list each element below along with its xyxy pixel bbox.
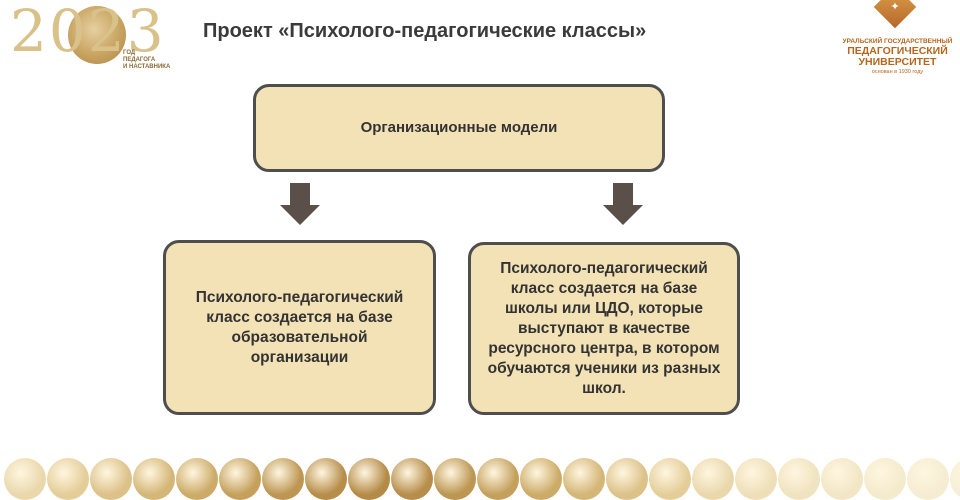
year-logo-emblem [68, 6, 126, 64]
decorative-dot [606, 458, 648, 500]
university-name-line3: УНИВЕРСИТЕТ [858, 56, 937, 68]
decorative-dot [47, 458, 89, 500]
decorative-dot [434, 458, 476, 500]
decorative-dot-strip [0, 458, 960, 500]
university-name-line2: ПЕДАГОГИЧЕСКИЙ [847, 45, 948, 57]
model-resource-center-box: Психолого-педагогический класс создается… [468, 242, 740, 415]
decorative-dot [907, 458, 949, 500]
decorative-dot [735, 458, 777, 500]
decorative-dot [348, 458, 390, 500]
university-founded: основан в 1930 году [871, 69, 924, 75]
year-logo-caption-line: ПЕДАГОГА [123, 57, 156, 63]
decorative-dot [219, 458, 261, 500]
slide-title: Проект «Психолого-педагогические классы» [203, 20, 647, 42]
decorative-dot [133, 458, 175, 500]
decorative-dot [563, 458, 605, 500]
decorative-dot [4, 458, 46, 500]
decorative-dot [176, 458, 218, 500]
year-logo-caption: ГОД ПЕДАГОГА И НАСТАВНИКА [123, 50, 170, 71]
down-arrow-left-icon [280, 183, 320, 227]
decorative-dot [864, 458, 906, 500]
model-school-text: Психолого-педагогический класс создается… [195, 288, 404, 366]
decorative-dot [649, 458, 691, 500]
decorative-dot [262, 458, 304, 500]
decorative-dot [90, 458, 132, 500]
decorative-dot [477, 458, 519, 500]
decorative-dot [821, 458, 863, 500]
university-logo: ✦ УРАЛЬСКИЙ ГОСУДАРСТВЕННЫЙ ПЕДАГОГИЧЕСК… [840, 0, 955, 80]
university-name-line1: УРАЛЬСКИЙ ГОСУДАРСТВЕННЫЙ [842, 38, 953, 45]
year-logo-caption-line: И НАСТАВНИКА [123, 64, 171, 70]
model-resource-center-text: Психолого-педагогический класс создается… [487, 259, 721, 397]
year-logo-caption-line: ГОД [123, 50, 136, 56]
decorative-dot [520, 458, 562, 500]
emblem-mark-icon: ✦ [890, 1, 900, 13]
decorative-dot [778, 458, 820, 500]
organizational-models-box: Организационные модели [253, 84, 665, 172]
organizational-models-label: Организационные модели [360, 119, 558, 136]
year-logo: 2023 ГОД ПЕДАГОГА И НАСТАВНИКА [10, 0, 185, 80]
decorative-dot [391, 458, 433, 500]
decorative-dot [305, 458, 347, 500]
decorative-dot [950, 458, 960, 500]
year-logo-number: 2023 [10, 0, 166, 65]
decorative-dot [692, 458, 734, 500]
model-school-box: Психолого-педагогический класс создается… [163, 240, 436, 415]
down-arrow-right-icon [603, 183, 643, 227]
